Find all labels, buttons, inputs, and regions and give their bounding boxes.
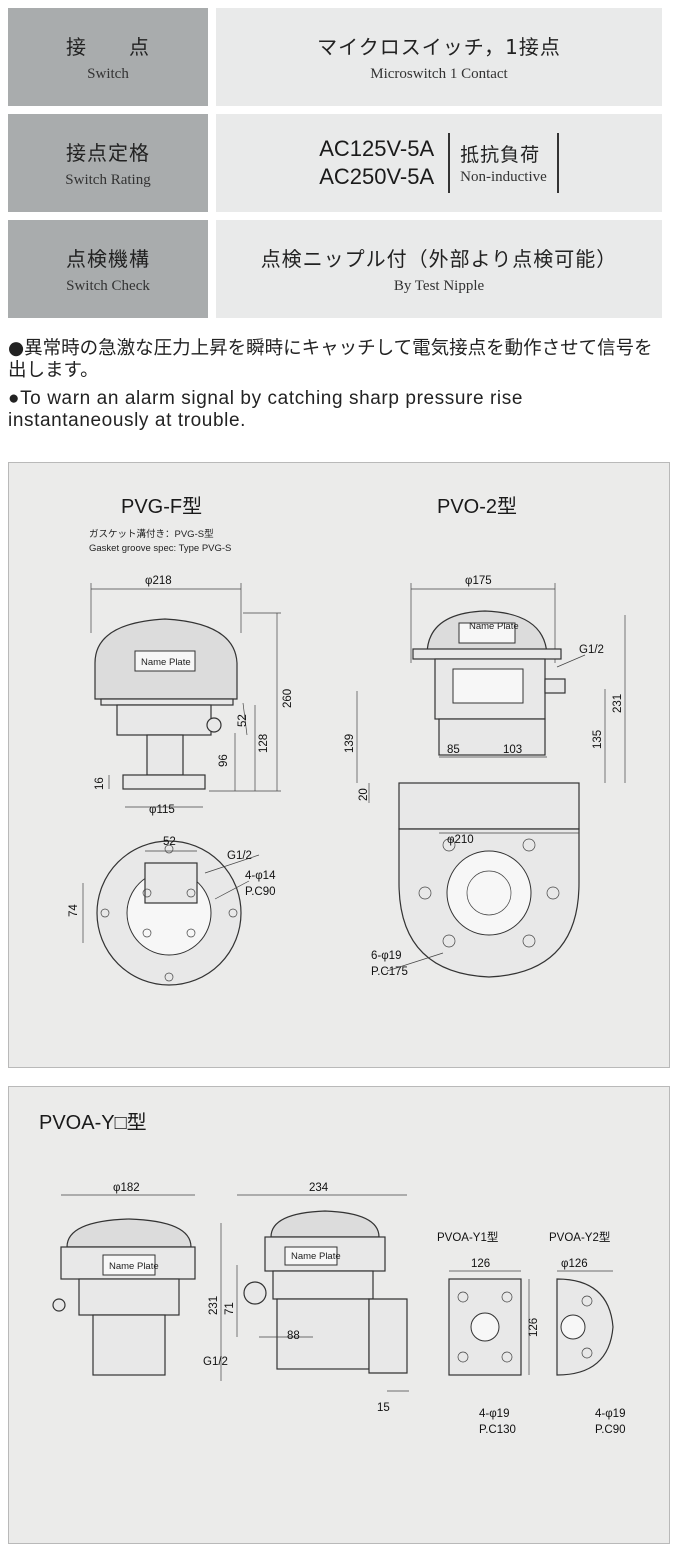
label-en: Switch Rating — [65, 172, 151, 188]
pvgf-name-plate: Name Plate — [141, 657, 191, 668]
rating-wrap: AC125V-5A AC250V-5A 抵抗負荷 Non-inductive — [319, 133, 559, 193]
pvoa-y2-dim-d: φ126 — [561, 1258, 588, 1270]
pvgf-dim-base: φ115 — [149, 804, 175, 816]
pvo2-dim-231: 231 — [612, 694, 624, 713]
pvoa-y1-title: PVOA-Y1型 — [437, 1230, 498, 1244]
pvo2-name-plate: Name Plate — [469, 621, 519, 632]
pvoa-y1-holes: 4-φ19 — [479, 1408, 509, 1420]
pvoa-title: PVOA-Y□型 — [39, 1111, 147, 1134]
pvoa-y2-holes: 4-φ19 — [595, 1408, 625, 1420]
value-en: By Test Nipple — [393, 278, 485, 294]
bullet-en: ●To warn an alarm signal by catching sha… — [8, 388, 524, 431]
pvoa-y1-dim-h: 126 — [528, 1318, 540, 1337]
load-jp: 抵抗負荷 — [460, 144, 541, 166]
spec-label-check: 点検機構 Switch Check — [8, 220, 208, 318]
label-en: Switch — [87, 66, 129, 82]
pvgf-dim-96: 96 — [218, 754, 230, 767]
pvgf-plan-74: 74 — [68, 904, 80, 917]
drawing-panel-pvoa-y: PVOA-Y□型 φ182 Name Plate 234 — [8, 1086, 670, 1544]
pvgf-note-en: Gasket groove spec: Type PVG-S — [89, 543, 231, 554]
pvoa-y1-pc: P.C130 — [479, 1424, 516, 1436]
rating-values: AC125V-5A AC250V-5A — [319, 135, 434, 191]
pvo2-dim-20: 20 — [358, 788, 370, 801]
pvoa-y1-flange — [448, 1278, 530, 1376]
pvgf-dim-128: 128 — [258, 734, 270, 753]
pvo2-dim-top-label: φ175 — [465, 575, 492, 587]
pvoa-dim-182: φ182 — [113, 1182, 140, 1194]
spec-value-switch: マイクロスイッチ，1接点 Microswitch 1 Contact — [216, 8, 662, 106]
value-jp: マイクロスイッチ，1接点 — [317, 35, 561, 59]
pvgf-vertical-dims — [108, 612, 281, 792]
drawing-panel-pvgf-pvo2: PVG-F型 ガスケット溝付き：PVG-S型 Gasket groove spe… — [8, 462, 670, 1068]
pvoa-y2-pc: P.C90 — [595, 1424, 625, 1436]
spec-row-switch: 接 点 Switch マイクロスイッチ，1接点 Microswitch 1 Co… — [8, 8, 662, 106]
load-en: Non-inductive — [460, 169, 547, 185]
pvoa-dim-234: 234 — [309, 1182, 329, 1194]
pvgf-plan-view — [82, 840, 260, 986]
pvgf-plan-holes: 4-φ14 — [245, 870, 276, 882]
pvo2-dim-210: φ210 — [447, 834, 474, 846]
pvgf-dim-260: 260 — [282, 689, 294, 708]
pvoa-name-plate-2: Name Plate — [291, 1251, 341, 1262]
pvgf-title: PVG-F型 — [121, 495, 202, 518]
description-bullets: ●異常時の急激な圧力上昇を瞬時にキャッチして電気接点を動作させて信号を出します。… — [8, 338, 668, 438]
pvo2-dim-103: 103 — [503, 744, 522, 756]
pvo2-elevation — [356, 610, 626, 978]
pvoa-y2-flange — [556, 1278, 614, 1376]
drawing-pvgf-pvo2: PVG-F型 ガスケット溝付き：PVG-S型 Gasket groove spe… — [68, 495, 626, 986]
spec-value-rating: AC125V-5A AC250V-5A 抵抗負荷 Non-inductive — [216, 114, 662, 212]
rating-line2: AC250V-5A — [319, 164, 435, 189]
pvoa-g12: G1/2 — [203, 1356, 228, 1368]
pvoa-middle-elevation — [220, 1210, 409, 1392]
pvoa-left-elevation — [52, 1218, 196, 1376]
label-jp: 接点定格 — [66, 141, 150, 165]
pvgf-dim-top-label: φ218 — [145, 575, 172, 587]
spec-label-rating: 接点定格 Switch Rating — [8, 114, 208, 212]
drawing-pvoa-y: PVOA-Y□型 φ182 Name Plate 234 — [39, 1111, 625, 1436]
load-bracket: 抵抗負荷 Non-inductive — [448, 133, 559, 193]
rating-line1: AC125V-5A — [319, 136, 435, 161]
pvo2-dim-135: 135 — [592, 730, 604, 749]
pvo2-holes: 6-φ19 — [371, 950, 401, 962]
pvgf-dim-16: 16 — [94, 777, 106, 790]
label-jp: 点検機構 — [66, 247, 150, 271]
pvoa-dim-88: 88 — [287, 1330, 300, 1342]
bullet-jp: ●異常時の急激な圧力上昇を瞬時にキャッチして電気接点を動作させて信号を出します。 — [8, 338, 653, 381]
spec-value-check: 点検ニップル付（外部より点検可能） By Test Nipple — [216, 220, 662, 318]
spec-label-switch: 接 点 Switch — [8, 8, 208, 106]
spec-row-rating: 接点定格 Switch Rating AC125V-5A AC250V-5A 抵… — [8, 114, 662, 212]
pvoa-y1-dim-w: 126 — [471, 1258, 490, 1270]
pvoa-dim-231: 231 — [208, 1296, 220, 1315]
spec-table: 接 点 Switch マイクロスイッチ，1接点 Microswitch 1 Co… — [8, 8, 662, 326]
pvoa-dim-15: 15 — [377, 1402, 390, 1414]
pvo2-g12: G1/2 — [579, 644, 604, 656]
label-en: Switch Check — [66, 278, 150, 294]
pvgf-note-jp: ガスケット溝付き：PVG-S型 — [89, 528, 214, 540]
pvo2-title: PVO-2型 — [437, 495, 517, 518]
pvgf-dim-52: 52 — [237, 714, 249, 727]
pvgf-elevation — [94, 618, 238, 790]
value-jp: 点検ニップル付（外部より点検可能） — [260, 247, 618, 271]
pvo2-pc: P.C175 — [371, 966, 408, 978]
pvgf-dim-top — [90, 583, 242, 633]
pvgf-plan-pc: P.C90 — [245, 886, 275, 898]
pvoa-y2-title: PVOA-Y2型 — [549, 1230, 610, 1244]
value-en: Microswitch 1 Contact — [370, 66, 508, 82]
pvgf-plan-52: 52 — [163, 836, 176, 848]
spec-row-check: 点検機構 Switch Check 点検ニップル付（外部より点検可能） By T… — [8, 220, 662, 318]
pvoa-dim-71: 71 — [224, 1302, 236, 1315]
pvo2-dim-85: 85 — [447, 744, 460, 756]
label-jp: 接 点 — [66, 35, 150, 59]
pvo2-dim-139: 139 — [344, 734, 356, 753]
pvoa-name-plate-1: Name Plate — [109, 1261, 159, 1272]
pvgf-plan-g12: G1/2 — [227, 850, 252, 862]
